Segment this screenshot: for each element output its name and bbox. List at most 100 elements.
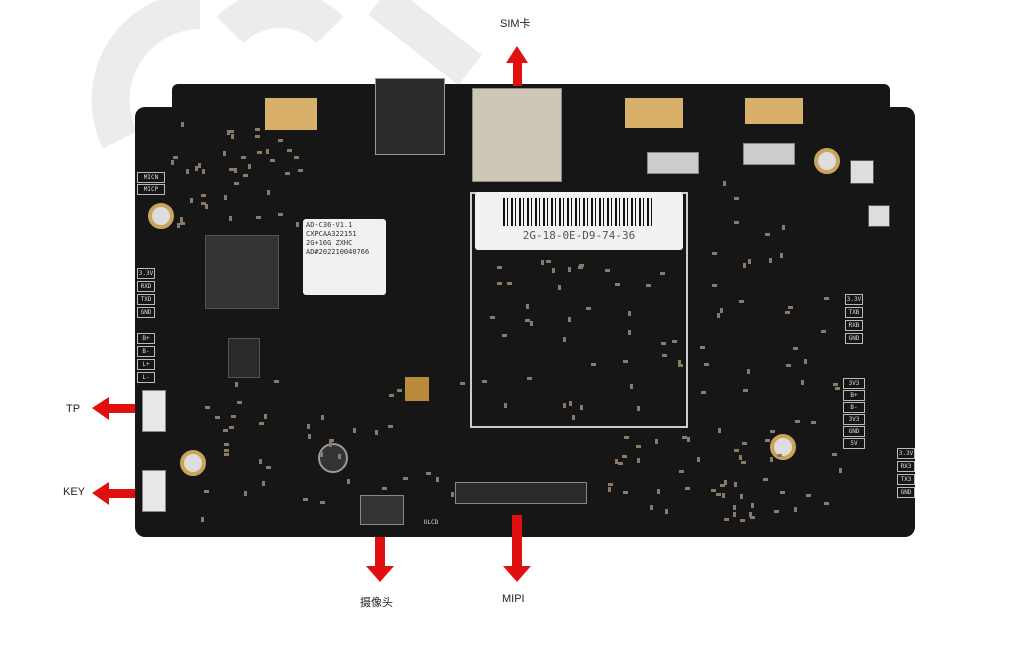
smd-component xyxy=(785,310,791,314)
mac-sticker: 2G-18-0E-D9-74-36 xyxy=(475,192,683,250)
mipi-connector[interactable] xyxy=(455,482,587,504)
smd-component xyxy=(180,216,184,222)
smd-component xyxy=(679,469,685,473)
smd-component xyxy=(286,149,292,153)
smd-component xyxy=(568,400,572,406)
smd-component xyxy=(266,466,272,470)
key-connector[interactable] xyxy=(142,470,166,512)
smd-component xyxy=(623,490,629,494)
smd-component xyxy=(223,151,227,157)
smd-component xyxy=(201,168,205,174)
smd-component xyxy=(734,221,740,225)
silk-label: TXD xyxy=(137,294,155,305)
smd-component xyxy=(732,505,736,511)
camera-connector[interactable] xyxy=(360,495,404,525)
smd-component xyxy=(402,477,408,481)
arrow-tp-left xyxy=(92,397,135,420)
board-sticker: AD-C36-V1.1 CXPCAA322151 2G+16G ZXHC AD#… xyxy=(303,219,386,295)
smd-component xyxy=(824,297,830,301)
smd-component xyxy=(681,435,687,439)
sim-card-slot[interactable] xyxy=(472,88,562,182)
arrow-camera-down xyxy=(366,537,394,582)
silk-label: L+ xyxy=(137,359,155,370)
antenna-pad xyxy=(745,98,803,124)
mic-labels: MICN MICP xyxy=(137,172,165,195)
mipi-label: MIPI xyxy=(502,593,525,605)
smd-component xyxy=(504,403,508,409)
smd-component xyxy=(723,480,727,486)
smd-component xyxy=(768,258,772,264)
silk-label: RXD xyxy=(137,281,155,292)
smd-component xyxy=(200,193,206,197)
smd-component xyxy=(660,272,666,276)
ic-chip xyxy=(868,205,890,227)
smd-component xyxy=(627,310,631,316)
silk-label: 3.3V xyxy=(137,268,155,279)
watermark-logo xyxy=(91,0,482,149)
smd-component xyxy=(776,453,782,457)
tp-connector[interactable] xyxy=(142,390,166,432)
smd-component xyxy=(743,262,747,268)
smd-component xyxy=(259,422,265,426)
smd-component xyxy=(257,150,263,154)
smd-component xyxy=(649,504,653,510)
smd-component xyxy=(234,168,238,174)
smd-component xyxy=(657,489,661,495)
smd-component xyxy=(839,468,843,474)
smd-component xyxy=(623,360,629,364)
smd-component xyxy=(346,478,350,484)
smd-component xyxy=(229,425,235,429)
smd-component xyxy=(233,181,239,185)
smd-component xyxy=(262,481,266,487)
smd-component xyxy=(320,415,324,421)
tf-card-slot[interactable] xyxy=(375,78,445,155)
tp-label: TP xyxy=(66,403,81,415)
smd-component xyxy=(678,363,684,367)
silk-label: 5V xyxy=(843,438,865,449)
smd-component xyxy=(204,490,210,494)
smd-component xyxy=(425,471,431,475)
smd-component xyxy=(194,166,198,172)
silk-label: L- xyxy=(137,372,155,383)
smd-component xyxy=(824,502,830,506)
smd-component xyxy=(618,462,624,466)
silk-label: 3V3 xyxy=(843,414,865,425)
smd-component xyxy=(661,342,667,346)
smd-component xyxy=(264,413,268,419)
smd-component xyxy=(712,251,718,255)
smd-component xyxy=(173,155,179,159)
mac-address-label: 2G-18-0E-D9-74-36 xyxy=(522,229,636,242)
smd-component xyxy=(748,258,752,264)
smd-component xyxy=(734,482,738,488)
smd-component xyxy=(382,487,388,491)
smd-component xyxy=(205,204,209,210)
smd-component xyxy=(180,122,184,128)
smd-component xyxy=(507,282,513,286)
wifi-module-chip xyxy=(205,235,279,309)
smd-component xyxy=(741,460,747,464)
smd-component xyxy=(298,169,304,173)
smd-component xyxy=(834,387,840,391)
smd-component xyxy=(214,415,220,419)
smd-component xyxy=(496,266,502,270)
smd-component xyxy=(396,389,402,393)
header-pins xyxy=(647,152,699,174)
smd-component xyxy=(722,492,726,498)
barcode xyxy=(503,198,653,226)
smd-component xyxy=(636,444,642,448)
smd-component xyxy=(764,438,770,442)
smd-component xyxy=(277,212,283,216)
silk-label: GND xyxy=(843,426,865,437)
smd-component xyxy=(230,415,236,419)
smd-component xyxy=(546,259,552,263)
smd-component xyxy=(604,269,610,273)
smd-component xyxy=(557,285,561,291)
smd-component xyxy=(654,439,658,445)
smd-component xyxy=(338,453,342,459)
smd-component xyxy=(637,405,641,411)
smd-component xyxy=(490,315,496,319)
smd-component xyxy=(265,149,269,155)
smd-component xyxy=(223,452,229,456)
ic-chip xyxy=(228,338,260,378)
smd-component xyxy=(254,134,260,138)
